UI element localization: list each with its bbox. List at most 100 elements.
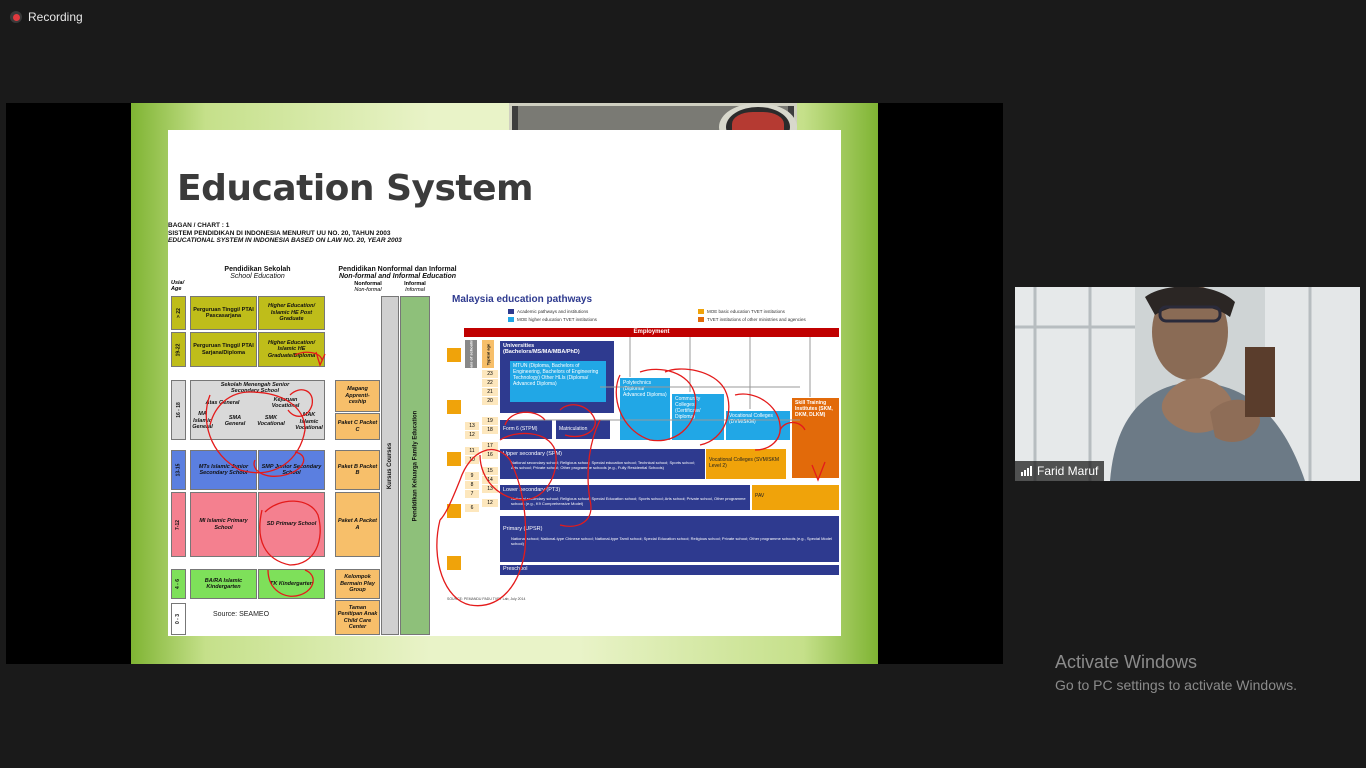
matriculation-label: Matriculation: [559, 426, 588, 432]
lower-secondary-detail: National secondary school; Religious sch…: [511, 496, 746, 506]
upper-secondary-detail: National secondary school; Religious sch…: [511, 460, 695, 470]
col-nonformal-id: Nonformal: [354, 281, 382, 287]
smk-label: SMK Vocational: [257, 414, 285, 428]
age-cell: 19-22: [171, 332, 186, 367]
vocational-colleges-label: Vocational Colleges (SVM/SKM Level 2): [709, 457, 780, 469]
age-value: 12: [465, 431, 479, 439]
age-cell: 7-12: [171, 492, 186, 557]
participant-video[interactable]: [1015, 287, 1360, 481]
col-informal-id: Informal: [404, 281, 426, 287]
sd-block: SD Primary School: [258, 492, 325, 557]
preschool-box: Preschool: [500, 565, 839, 575]
taman-block: Taman Penitipan Anak Child Care Center: [335, 600, 380, 635]
mts-block: MTs Islamic Junior Secondary School: [190, 450, 257, 490]
slide-title: Education System: [177, 168, 534, 209]
year-cell: 16: [482, 451, 498, 459]
school-head-id: Pendidikan Sekolah: [224, 266, 291, 273]
age-cell: > 22: [171, 296, 186, 330]
kursus-bar: Kursus Courses: [381, 296, 399, 635]
universities-label: Universities (Bachelors/MS/MA/MBA/PhD): [503, 343, 580, 355]
mtun-box: MTUN (Diploma, Bachelors of Engineering,…: [510, 361, 606, 402]
participant-name-tag: Farid Maruf: [1015, 461, 1105, 481]
polytechnics-box: Polytechnics (Diploma/ Advanced Diploma): [620, 378, 670, 440]
kelompok-block: Kelompok Bermain Play Group: [335, 569, 380, 599]
year-cell: 22: [482, 379, 498, 387]
skill-training-label: Skill Training Institutes (SKM, DKM, DLK…: [795, 400, 833, 418]
age-value: 9: [465, 472, 479, 480]
form6-label: Form 6 (STPM): [503, 426, 538, 432]
legend-moe-basic: MOE basic education TVET institutions: [698, 309, 785, 314]
source-label: Source: SEAMEO: [213, 611, 270, 618]
age-value: 7: [465, 490, 479, 498]
legend-moe-he: MOE higher education TVET institutions: [508, 317, 597, 322]
primary-label: Primary (UPSR): [503, 526, 543, 532]
chart-caption: BAGAN / CHART : 1 SISTEM PENDIDIKAN DI I…: [168, 222, 402, 245]
magang-block: Magang Apprenti- ceship: [335, 380, 380, 412]
col-informal: Informal Informal: [395, 281, 435, 293]
matriculation-box: Matriculation: [556, 420, 610, 439]
mi-block: MI Islamic Primary School: [190, 492, 257, 557]
mak-label: MAK Islamic Vocational: [295, 412, 323, 432]
col-nonformal: Nonformal Non-formal: [348, 281, 388, 293]
senior-secondary-label: Sekolah Menengah Senior Secondary School: [220, 381, 290, 395]
malaysia-title: Malaysia education pathways: [452, 294, 593, 305]
participant-video-image: [1015, 287, 1360, 481]
he-postgrad: Higher Education/ Islamic HE Post Gradua…: [258, 296, 325, 330]
bagan-line3: EDUCATIONAL SYSTEM IN INDONESIA BASED ON…: [168, 237, 402, 244]
skill-training-box: Skill Training Institutes (SKM, DKM, DLK…: [792, 398, 839, 478]
smp-block: SMP Junior Secondary School: [258, 450, 325, 490]
legend-academic: Academic pathways and institutions: [508, 309, 588, 314]
person-icons: [447, 322, 461, 582]
pt-postgrad: Perguruan Tinggi/ PTAI Pascasarjana: [190, 296, 257, 330]
age-value: 11: [465, 447, 479, 455]
year-cell: 23: [482, 370, 498, 378]
vocational-colleges-box: Vocational Colleges (SVM/SKM Level 2): [706, 449, 786, 479]
mtun-label: MTUN (Diploma, Bachelors of Engineering,…: [513, 363, 599, 387]
activate-windows-subtitle: Go to PC settings to activate Windows.: [1055, 677, 1297, 693]
age-header: Typical age: [482, 340, 494, 368]
year-cell: 21: [482, 388, 498, 396]
age-cell: 4 - 6: [171, 569, 186, 599]
year-cell: 13: [482, 485, 498, 493]
paket-c-block: Paket C Packet C: [335, 413, 380, 440]
windows-activation-watermark: Activate Windows Go to PC settings to ac…: [1055, 652, 1297, 693]
family-education-bar: Pendidikan Keluarga Family Education: [400, 296, 430, 635]
he-graduate: Higher Education/ Islamic HE Graduate/Di…: [258, 332, 325, 367]
bagan-line2: SISTEM PENDIDIKAN DI INDONESIA MENURUT U…: [168, 229, 391, 237]
paket-b-block: Paket B Packet B: [335, 450, 380, 490]
year-cell: 15: [482, 467, 498, 475]
nonformal-head-en: Non-formal and Informal Education: [338, 273, 457, 280]
year-cell: 20: [482, 397, 498, 405]
upper-secondary-box: Upper secondary (SPM) National secondary…: [500, 449, 705, 479]
ages-column: 13 12 11 10 9 8 7 6: [465, 422, 479, 512]
polytechnics-label: Polytechnics (Diploma/ Advanced Diploma): [623, 380, 667, 398]
pt-graduate: Perguruan Tinggi/ PTAI Sarjana/Diploma: [190, 332, 257, 367]
bagan-line1: BAGAN / CHART : 1: [168, 222, 230, 229]
pav-box: PAV: [752, 485, 839, 510]
pathway-connectors: [510, 337, 811, 421]
community-box: Community Colleges (Certificate/ Diploma…: [672, 394, 724, 440]
age-value: 6: [465, 504, 479, 512]
bara-block: BA/RA Islamic Kindergarten: [190, 569, 257, 599]
recording-label: Recording: [28, 10, 83, 24]
nonformal-header: Pendidikan Nonformal dan Informal Non-fo…: [330, 266, 465, 280]
community-label: Community Colleges (Certificate/ Diploma…: [675, 396, 701, 420]
signal-strength-icon: [1021, 466, 1032, 476]
vocational-label: Vocational Colleges (DVM/SKM): [729, 413, 773, 425]
years-column: 23 22 21 20 19 18 17 16 15 14 13 12: [482, 370, 498, 507]
year-cell: 14: [482, 476, 498, 484]
col-informal-en: Informal: [405, 287, 425, 293]
age-value: 13: [465, 422, 479, 430]
paket-a-block: Paket A Packet A: [335, 492, 380, 557]
school-head-en: School Education: [230, 273, 285, 280]
pav-label: PAV: [755, 493, 765, 499]
sma-label: SMA General: [224, 414, 246, 428]
malaysia-source: SOURCE: PEMANDU PADU TVET Lab, July 2014: [447, 597, 526, 601]
year-cell: 18: [482, 426, 498, 434]
upper-secondary-label: Upper secondary (SPM): [503, 451, 562, 457]
year-cell: 17: [482, 442, 498, 450]
year-cell: 19: [482, 417, 498, 425]
years-header: Years of schooling: [465, 336, 477, 372]
age-value: 8: [465, 481, 479, 489]
